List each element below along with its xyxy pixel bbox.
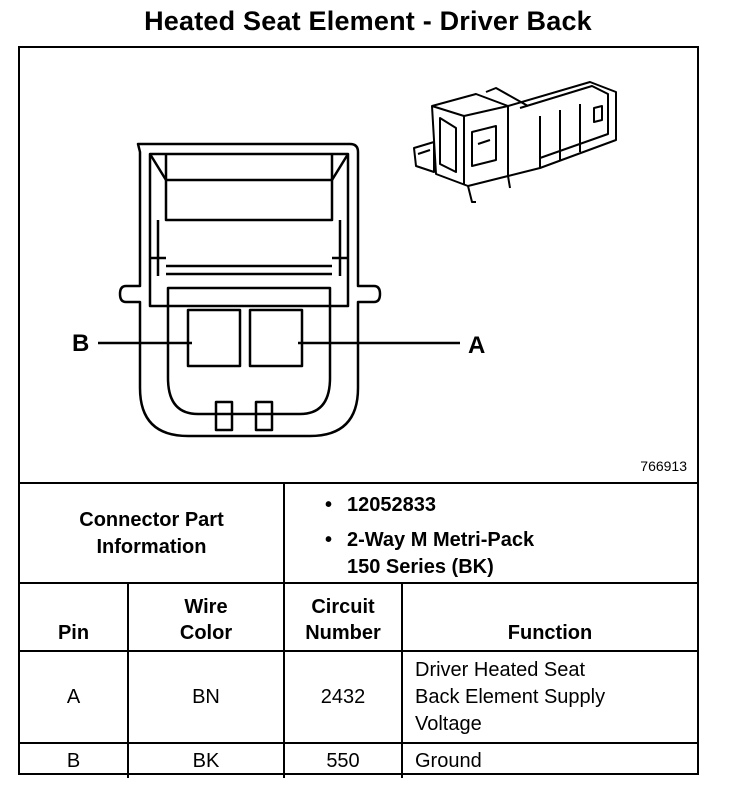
pin-table: Pin Wire Color Circuit Number Function A… [20,582,697,778]
figure-number: 766913 [640,458,687,474]
header-wire-color: Wire Color [127,582,285,652]
connector-key-right [254,400,274,432]
connector-3d-view [413,81,617,203]
callout-label-b: B [72,330,90,357]
table-row: B BK 550 Ground [20,742,697,778]
wire-color-cell: BK [127,742,285,778]
cavity-a [248,308,304,368]
pin-table-header-row: Pin Wire Color Circuit Number Function [20,582,697,652]
connector-info-list: 12052833 2-Way M Metri-Pack 150 Series (… [325,492,534,589]
pin-cell: B [20,742,129,778]
connector-face-diagram [98,81,617,438]
cavity-b [186,308,242,368]
header-pin: Pin [20,582,129,652]
connector-key-left [214,400,234,432]
connector-diagram-frame: B A 766913 Connector Part Information 12… [18,46,699,778]
function-cell: Ground [401,742,697,778]
header-circuit-number: Circuit Number [283,582,403,652]
connector-type: 2-Way M Metri-Pack 150 Series (BK) [325,527,534,581]
wire-color-cell: BN [127,650,285,744]
connector-inner-frame [148,152,350,308]
page-title: Heated Seat Element - Driver Back [144,6,592,36]
callout-label-a: A [468,332,486,359]
connector-info-label: Connector Part Information [20,484,285,584]
circuit-cell: 2432 [283,650,403,744]
table-row: A BN 2432 Driver Heated Seat Back Elemen… [20,650,697,744]
header-function: Function [401,582,697,652]
connector-cavity-surround [166,286,332,416]
connector-info-row: Connector Part Information 12052833 2-Wa… [20,482,697,584]
connector-housing-outline [118,142,382,438]
function-cell: Driver Heated Seat Back Element Supply V… [401,650,697,744]
connector-latch [164,154,334,222]
circuit-cell: 550 [283,742,403,778]
pin-cell: A [20,650,129,744]
connector-part-number: 12052833 [325,492,534,519]
